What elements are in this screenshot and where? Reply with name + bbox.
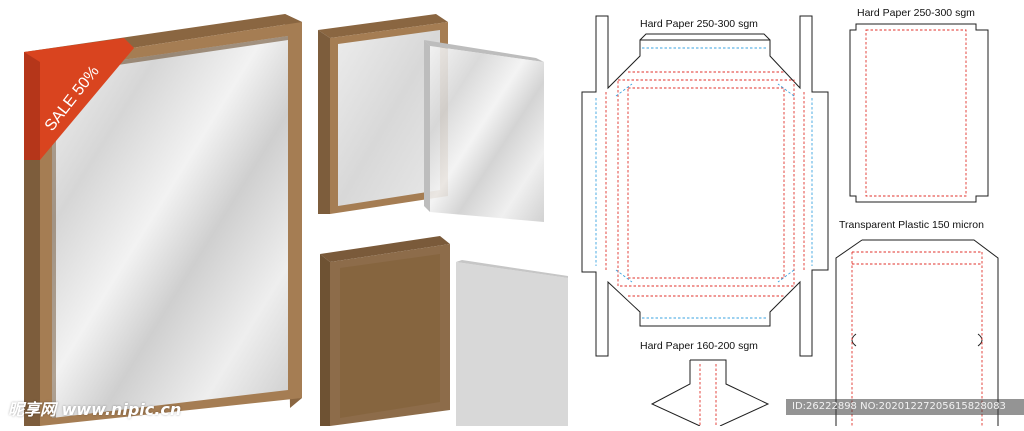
back-sheet-label: Hard Paper 250-300 sgm (857, 7, 975, 19)
plastic-sheet (456, 260, 568, 426)
small-frame-back (318, 14, 448, 214)
tray-dieline (650, 359, 770, 427)
tray-label: Hard Paper 160-200 sgm (640, 340, 758, 352)
watermark-site: 昵享网 www.nipic.cn (8, 400, 182, 419)
box-lid-foldlines (595, 47, 813, 319)
plastic-label: Transparent Plastic 150 micron (839, 219, 984, 231)
watermark-id: ID:26222898 NO:20201227205615828083 (786, 399, 1024, 415)
back-sheet-cutlines (865, 29, 967, 197)
sale-badge: SALE 50% (24, 38, 134, 160)
box-lid-dieline (581, 15, 829, 357)
tray-cutlines (699, 364, 717, 426)
box-lid-label: Hard Paper 250-300 sgm (640, 18, 758, 30)
glass-pane (424, 40, 544, 222)
back-sheet-dieline (849, 23, 989, 203)
frame-backboard (320, 236, 450, 426)
box-lid-cutlines (605, 71, 805, 297)
plastic-cutlines (851, 251, 983, 426)
